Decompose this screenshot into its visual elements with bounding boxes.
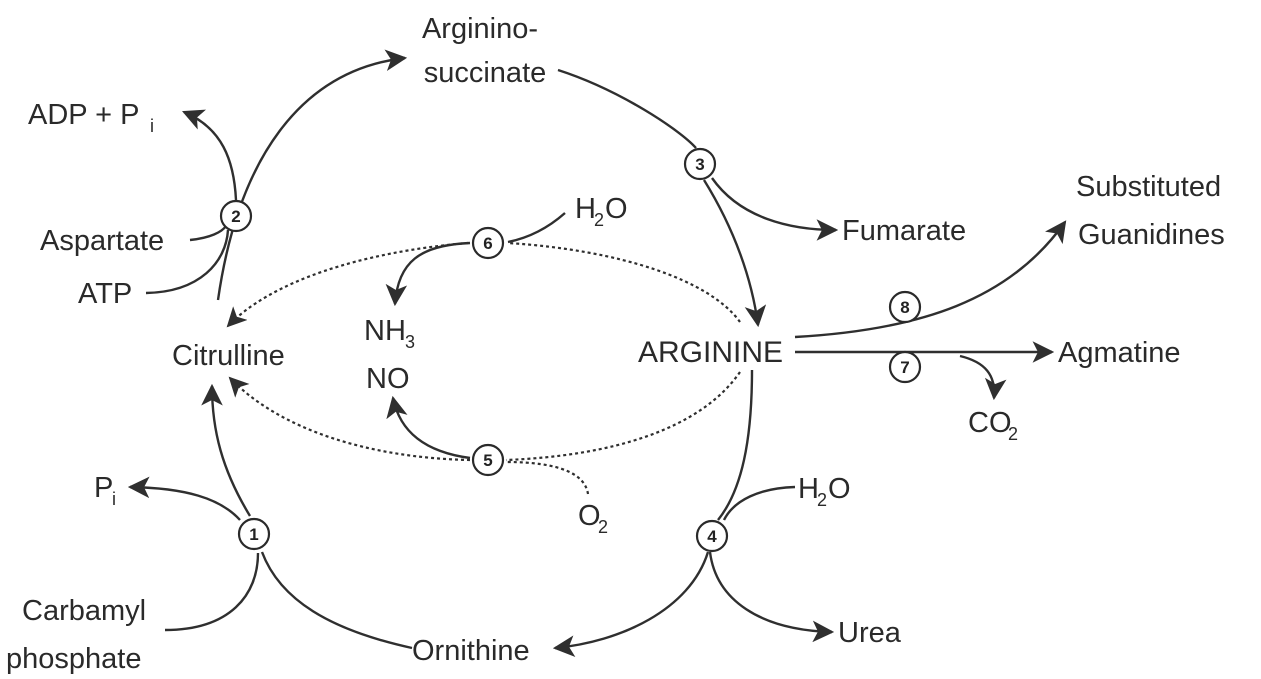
svg-text:2: 2: [231, 207, 240, 226]
svg-text:O: O: [605, 193, 628, 225]
dotted-o2-to-step5: [505, 460, 590, 495]
svg-text:8: 8: [900, 298, 909, 317]
svg-text:1: 1: [249, 525, 258, 544]
svg-text:O: O: [578, 500, 601, 532]
line-h2o-to-step4: [722, 485, 796, 521]
arrow-step1-to-pi: [127, 476, 241, 521]
carbamyl-phosphate-line1: Carbamyl: [22, 595, 146, 627]
fumarate-label: Fumarate: [842, 215, 966, 247]
urea-label: Urea: [838, 617, 902, 649]
svg-text:H: H: [798, 473, 819, 505]
atp-label: ATP: [78, 278, 132, 310]
arc-step4-to-ornithine: [552, 551, 710, 657]
arc-citrulline-to-argininosuccinate: [216, 49, 408, 301]
svg-text:3: 3: [695, 155, 704, 174]
ornithine-label: Ornithine: [412, 635, 530, 667]
arrow-step4-to-urea: [708, 551, 835, 643]
svg-text:4: 4: [707, 527, 717, 546]
line-aspartate-to-step2: [189, 225, 227, 242]
step-6-badge: 6: [471, 226, 505, 260]
svg-text:O: O: [828, 473, 851, 505]
dotted-step6-to-citrulline: [226, 241, 469, 328]
svg-text:3: 3: [405, 332, 415, 352]
svg-text:P: P: [94, 472, 113, 504]
dotted-arginine-to-step5: [505, 371, 741, 462]
step-8-badge: 8: [888, 290, 922, 324]
arrow-step2-to-adp: [182, 109, 238, 201]
carbamyl-phosphate-line2: phosphate: [6, 643, 141, 675]
arrow-step3-to-fumarate: [711, 177, 839, 241]
step-5-badge: 5: [471, 443, 505, 477]
argininosuccinate-label-line1: Arginino-: [422, 13, 538, 45]
line-atp-to-step2: [145, 229, 230, 295]
step-7-badge: 7: [888, 350, 922, 384]
h2o-top-label: H 2 O: [575, 193, 628, 230]
nh3-label: NH 3: [364, 315, 415, 352]
line-h2o-to-step6: [507, 212, 566, 244]
o2-label: O 2: [578, 500, 608, 537]
substituted-guanidines-line1: Substituted: [1076, 171, 1221, 203]
dotted-step5-to-citrulline: [228, 376, 471, 462]
arc-step1-to-citrulline: [201, 383, 252, 517]
no-label: NO: [366, 363, 410, 395]
step-2-badge: 2: [219, 199, 253, 233]
svg-text:2: 2: [817, 490, 827, 510]
step-4-badge: 4: [695, 519, 729, 553]
line-carbamyl-to-step1: [164, 552, 260, 632]
argininosuccinate-label-line2: succinate: [424, 57, 547, 89]
svg-text:5: 5: [483, 451, 492, 470]
citrulline-label: Citrulline: [172, 340, 285, 372]
adp-pi-label: ADP + P i: [28, 99, 154, 136]
dotted-arginine-to-step6: [507, 241, 741, 323]
arrow-step5-to-no: [386, 395, 471, 460]
aspartate-label: Aspartate: [40, 225, 164, 257]
h2o-bottom-label: H 2 O: [798, 473, 851, 510]
agmatine-label: Agmatine: [1058, 337, 1181, 369]
arc-argininosuccinate-to-step3: [557, 68, 697, 149]
svg-text:i: i: [150, 116, 154, 136]
arginine-label: ARGININE: [638, 336, 783, 369]
svg-text:6: 6: [483, 234, 492, 253]
step-1-badge: 1: [237, 517, 271, 551]
svg-text:i: i: [112, 489, 116, 509]
svg-text:H: H: [575, 193, 596, 225]
svg-text:2: 2: [1008, 424, 1018, 444]
pi-label: P i: [94, 472, 116, 509]
arrow-arginine-to-substituted-guanidines: [794, 220, 1067, 339]
svg-text:2: 2: [598, 517, 608, 537]
arc-ornithine-to-step1: [260, 551, 413, 650]
arrow-step6-to-nh3: [385, 241, 471, 307]
arrow-step7-to-co2: [959, 354, 1007, 401]
arc-arginine-to-step4: [717, 369, 754, 521]
co2-label: CO 2: [968, 407, 1018, 444]
svg-text:ADP + P: ADP + P: [28, 99, 140, 131]
svg-text:CO: CO: [968, 407, 1012, 439]
substituted-guanidines-line2: Guanidines: [1078, 219, 1225, 251]
svg-text:7: 7: [900, 358, 909, 377]
svg-text:2: 2: [594, 210, 604, 230]
svg-text:NH: NH: [364, 315, 406, 347]
arc-step3-to-arginine: [702, 179, 767, 328]
step-3-badge: 3: [683, 147, 717, 181]
